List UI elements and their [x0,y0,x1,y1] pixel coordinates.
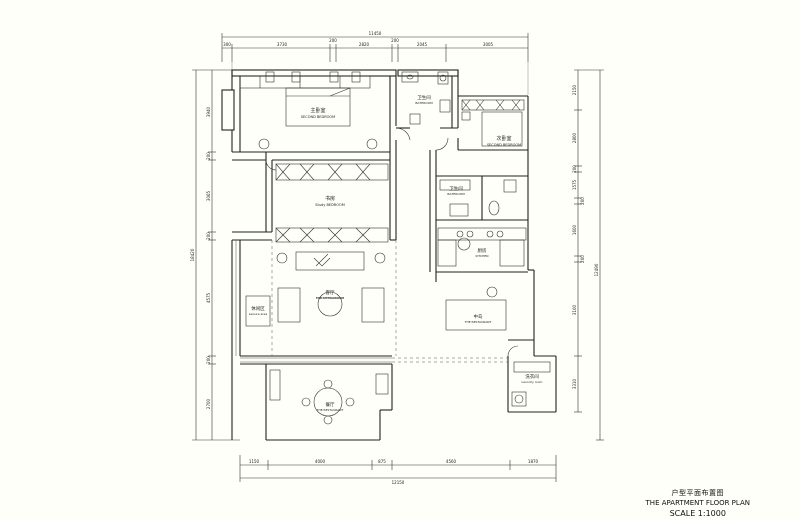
room-laundry-cn: 洗衣间 [525,373,539,380]
dim-right-7: 200 [580,255,585,263]
title-block: 户型平面布置图 THE APARTMENT FLOOR PLAN SCALE 1… [646,488,750,518]
dim-bottom-2: 4000 [315,459,326,464]
dim-left-6: 200 [206,356,211,364]
dim-top-1: 300 [223,42,231,47]
room-study-en: Study BEDROOM [315,203,345,207]
dim-left-5: 4575 [206,292,211,303]
dim-right-1: 2150 [572,84,577,95]
dim-left-7: 2700 [206,398,211,409]
dim-right-2: 2800 [572,132,577,143]
dim-top-4: 2820 [359,42,370,47]
dim-top-2: 3730 [277,42,288,47]
room-island-en: THE RESTAURANT [464,320,492,324]
dim-right-3: 200 [572,165,577,173]
dim-left-4: 200 [206,232,211,240]
dim-top-3: 200 [329,38,337,43]
room-bath2-en: BATHROOM [447,192,465,196]
room-bath2-cn: 卫生间 [449,185,463,192]
room-dining-en: THE RESTAURANT [316,408,344,412]
dim-top-6: 2045 [417,42,428,47]
dim-top-7: 3005 [483,42,494,47]
room-dining-cn: 餐厅 [326,401,335,408]
room-kitchen-en: KITCHEN [476,254,489,258]
dim-right-total: 12490 [594,263,599,276]
room-island-cn: 中岛 [474,313,483,320]
room-second-en: SECOND BEDROOM [487,143,521,147]
dim-bottom-5: 1870 [528,459,539,464]
dim-bottom-3: 875 [378,459,386,464]
dim-left-3: 3065 [206,190,211,201]
room-bath-top-cn: 卫生间 [417,94,431,101]
dim-left-2: 200 [206,152,211,160]
dim-left-1: 3940 [206,106,211,117]
room-master-cn: 主卧室 [310,107,325,114]
room-leisure-en: Leisure area [249,312,268,316]
room-study-cn: 书房 [325,195,335,202]
room-bath-top-en: BATHROOM [415,101,433,105]
room-laundry-en: Laundry room [522,380,543,384]
dim-right-4: 1575 [572,179,577,190]
plan-scale: SCALE 1:1000 [669,509,726,518]
dim-right-8: 3100 [572,304,577,315]
dim-bottom-1: 1150 [249,459,260,464]
dim-bottom-4: 4560 [446,459,457,464]
room-living-cn: 客厅 [326,289,335,296]
room-kitchen-cn: 厨房 [478,247,487,254]
plan-title-en: THE APARTMENT FLOOR PLAN [645,499,750,507]
dim-left-total: 18420 [190,248,195,261]
plan-title-cn: 户型平面布置图 [671,489,725,497]
dim-bottom-total: 12150 [392,480,405,485]
dim-right-5: 200 [580,197,585,205]
dim-right-9: 3310 [572,378,577,389]
dim-right-6: 1600 [572,224,577,235]
dim-top-total: 11450 [369,31,382,36]
dim-top-5: 200 [391,38,399,43]
room-living-en: THE SITTINGROOM [315,296,345,300]
room-master-en: SECOND BEDROOM [301,115,335,119]
room-second-cn: 次卧室 [496,135,511,142]
room-leisure-cn: 休闲区 [251,305,265,312]
